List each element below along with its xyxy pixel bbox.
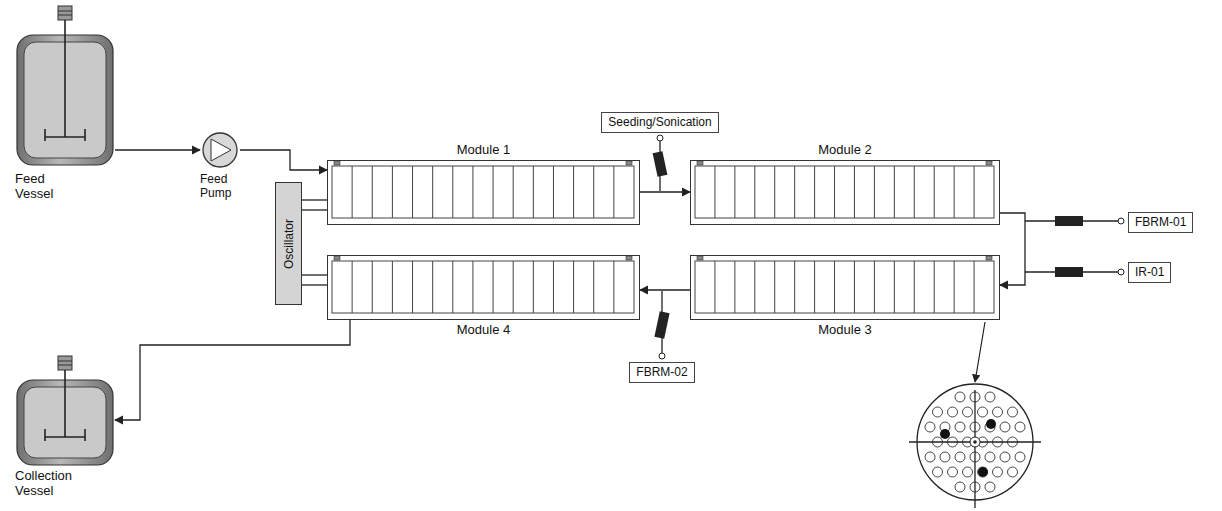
- flow-pipe: [1000, 213, 1025, 285]
- baffle-hole: [1008, 467, 1018, 477]
- probe-label: Seeding/Sonication: [608, 115, 711, 130]
- baffle-hole: [993, 467, 1003, 477]
- baffle-hole: [1015, 422, 1025, 432]
- module-label: Module 4: [328, 322, 639, 337]
- oscillator-box: Oscillator: [275, 182, 302, 305]
- baffle-hole: [948, 467, 958, 477]
- probe-box: FBRM-01: [1128, 212, 1193, 233]
- baffle-hole: [1000, 422, 1010, 432]
- stirrer-motor: [58, 356, 72, 370]
- flow-pipe: [240, 150, 327, 170]
- stirrer-motor: [58, 6, 72, 20]
- module-label: Module 2: [691, 142, 999, 157]
- ir-probe: [1025, 267, 1124, 277]
- baffle-hole: [955, 452, 965, 462]
- node-label: Feed Vessel: [15, 171, 70, 201]
- impeller: [45, 436, 85, 438]
- baffle-hole: [963, 467, 973, 477]
- stirrer-shaft: [64, 20, 66, 137]
- center-rod: [970, 437, 980, 447]
- vessel: Feed Vessel: [15, 5, 115, 215]
- probe-box: Seeding/Sonication: [601, 112, 718, 133]
- vessel: Collection Vessel: [15, 355, 115, 507]
- baffle-hole: [933, 407, 943, 417]
- baffle-hole: [940, 452, 950, 462]
- support-rod: [978, 467, 988, 477]
- baffle-tube: [328, 161, 638, 223]
- probe-label: IR-01: [1135, 265, 1164, 280]
- baffle-tube: [328, 256, 638, 318]
- flow-pipe: [115, 149, 200, 150]
- baffle-hole: [955, 422, 965, 432]
- node-label: Feed Pump: [200, 172, 240, 200]
- drive-line: [302, 274, 327, 275]
- flow-pipe: [640, 289, 690, 290]
- baffle-hole: [985, 392, 995, 402]
- probe-box: IR-01: [1128, 262, 1171, 283]
- reactor-module: Module 3: [690, 255, 1000, 320]
- baffle-tube: [691, 256, 998, 318]
- baffle-hole: [933, 467, 943, 477]
- node-label: Oscillator: [281, 218, 296, 268]
- module-label: Module 1: [328, 142, 639, 157]
- probe-label: FBRM-02: [636, 365, 687, 380]
- reactor-module: Module 1: [327, 160, 640, 225]
- seeding-probe: [653, 135, 668, 191]
- fbrm-probe: [1025, 216, 1124, 226]
- baffle-hole: [955, 482, 965, 492]
- impeller: [45, 136, 85, 138]
- baffle-hole: [948, 407, 958, 417]
- reactor-module: Module 2: [690, 160, 1000, 225]
- baffle-hole: [955, 392, 965, 402]
- drive-line: [302, 209, 327, 210]
- pump-symbol: [200, 130, 240, 170]
- center-rod: [973, 440, 977, 444]
- module-label: Module 3: [691, 322, 999, 337]
- baffle-hole: [978, 467, 988, 477]
- support-rod: [940, 429, 950, 439]
- support-rod: [986, 419, 996, 429]
- baffle-hole: [985, 452, 995, 462]
- baffle-cross-section: [909, 384, 1041, 508]
- baffle-hole: [1008, 407, 1018, 417]
- baffle-hole: [993, 407, 1003, 417]
- baffle-hole: [1015, 452, 1025, 462]
- stirrer-shaft: [64, 370, 66, 437]
- reactor-module: Module 4: [327, 255, 640, 320]
- flow-pipe: [115, 320, 350, 420]
- baffle-hole: [925, 452, 935, 462]
- baffle-hole: [1000, 452, 1010, 462]
- probe-label: FBRM-01: [1135, 215, 1186, 230]
- probe-box: FBRM-02: [629, 362, 694, 383]
- node-label: Collection Vessel: [15, 468, 95, 498]
- drive-line: [302, 284, 327, 285]
- baffle-hole: [963, 407, 973, 417]
- pump: Feed Pump: [200, 130, 240, 205]
- baffle-tube: [691, 161, 998, 223]
- baffle-hole: [985, 482, 995, 492]
- drive-line: [302, 199, 327, 200]
- fbrm-probe: [654, 291, 669, 359]
- baffle-hole: [978, 407, 988, 417]
- baffle-hole: [925, 422, 935, 432]
- leader-line: [975, 322, 985, 382]
- flow-pipe: [640, 191, 690, 192]
- axis-line: [974, 390, 975, 508]
